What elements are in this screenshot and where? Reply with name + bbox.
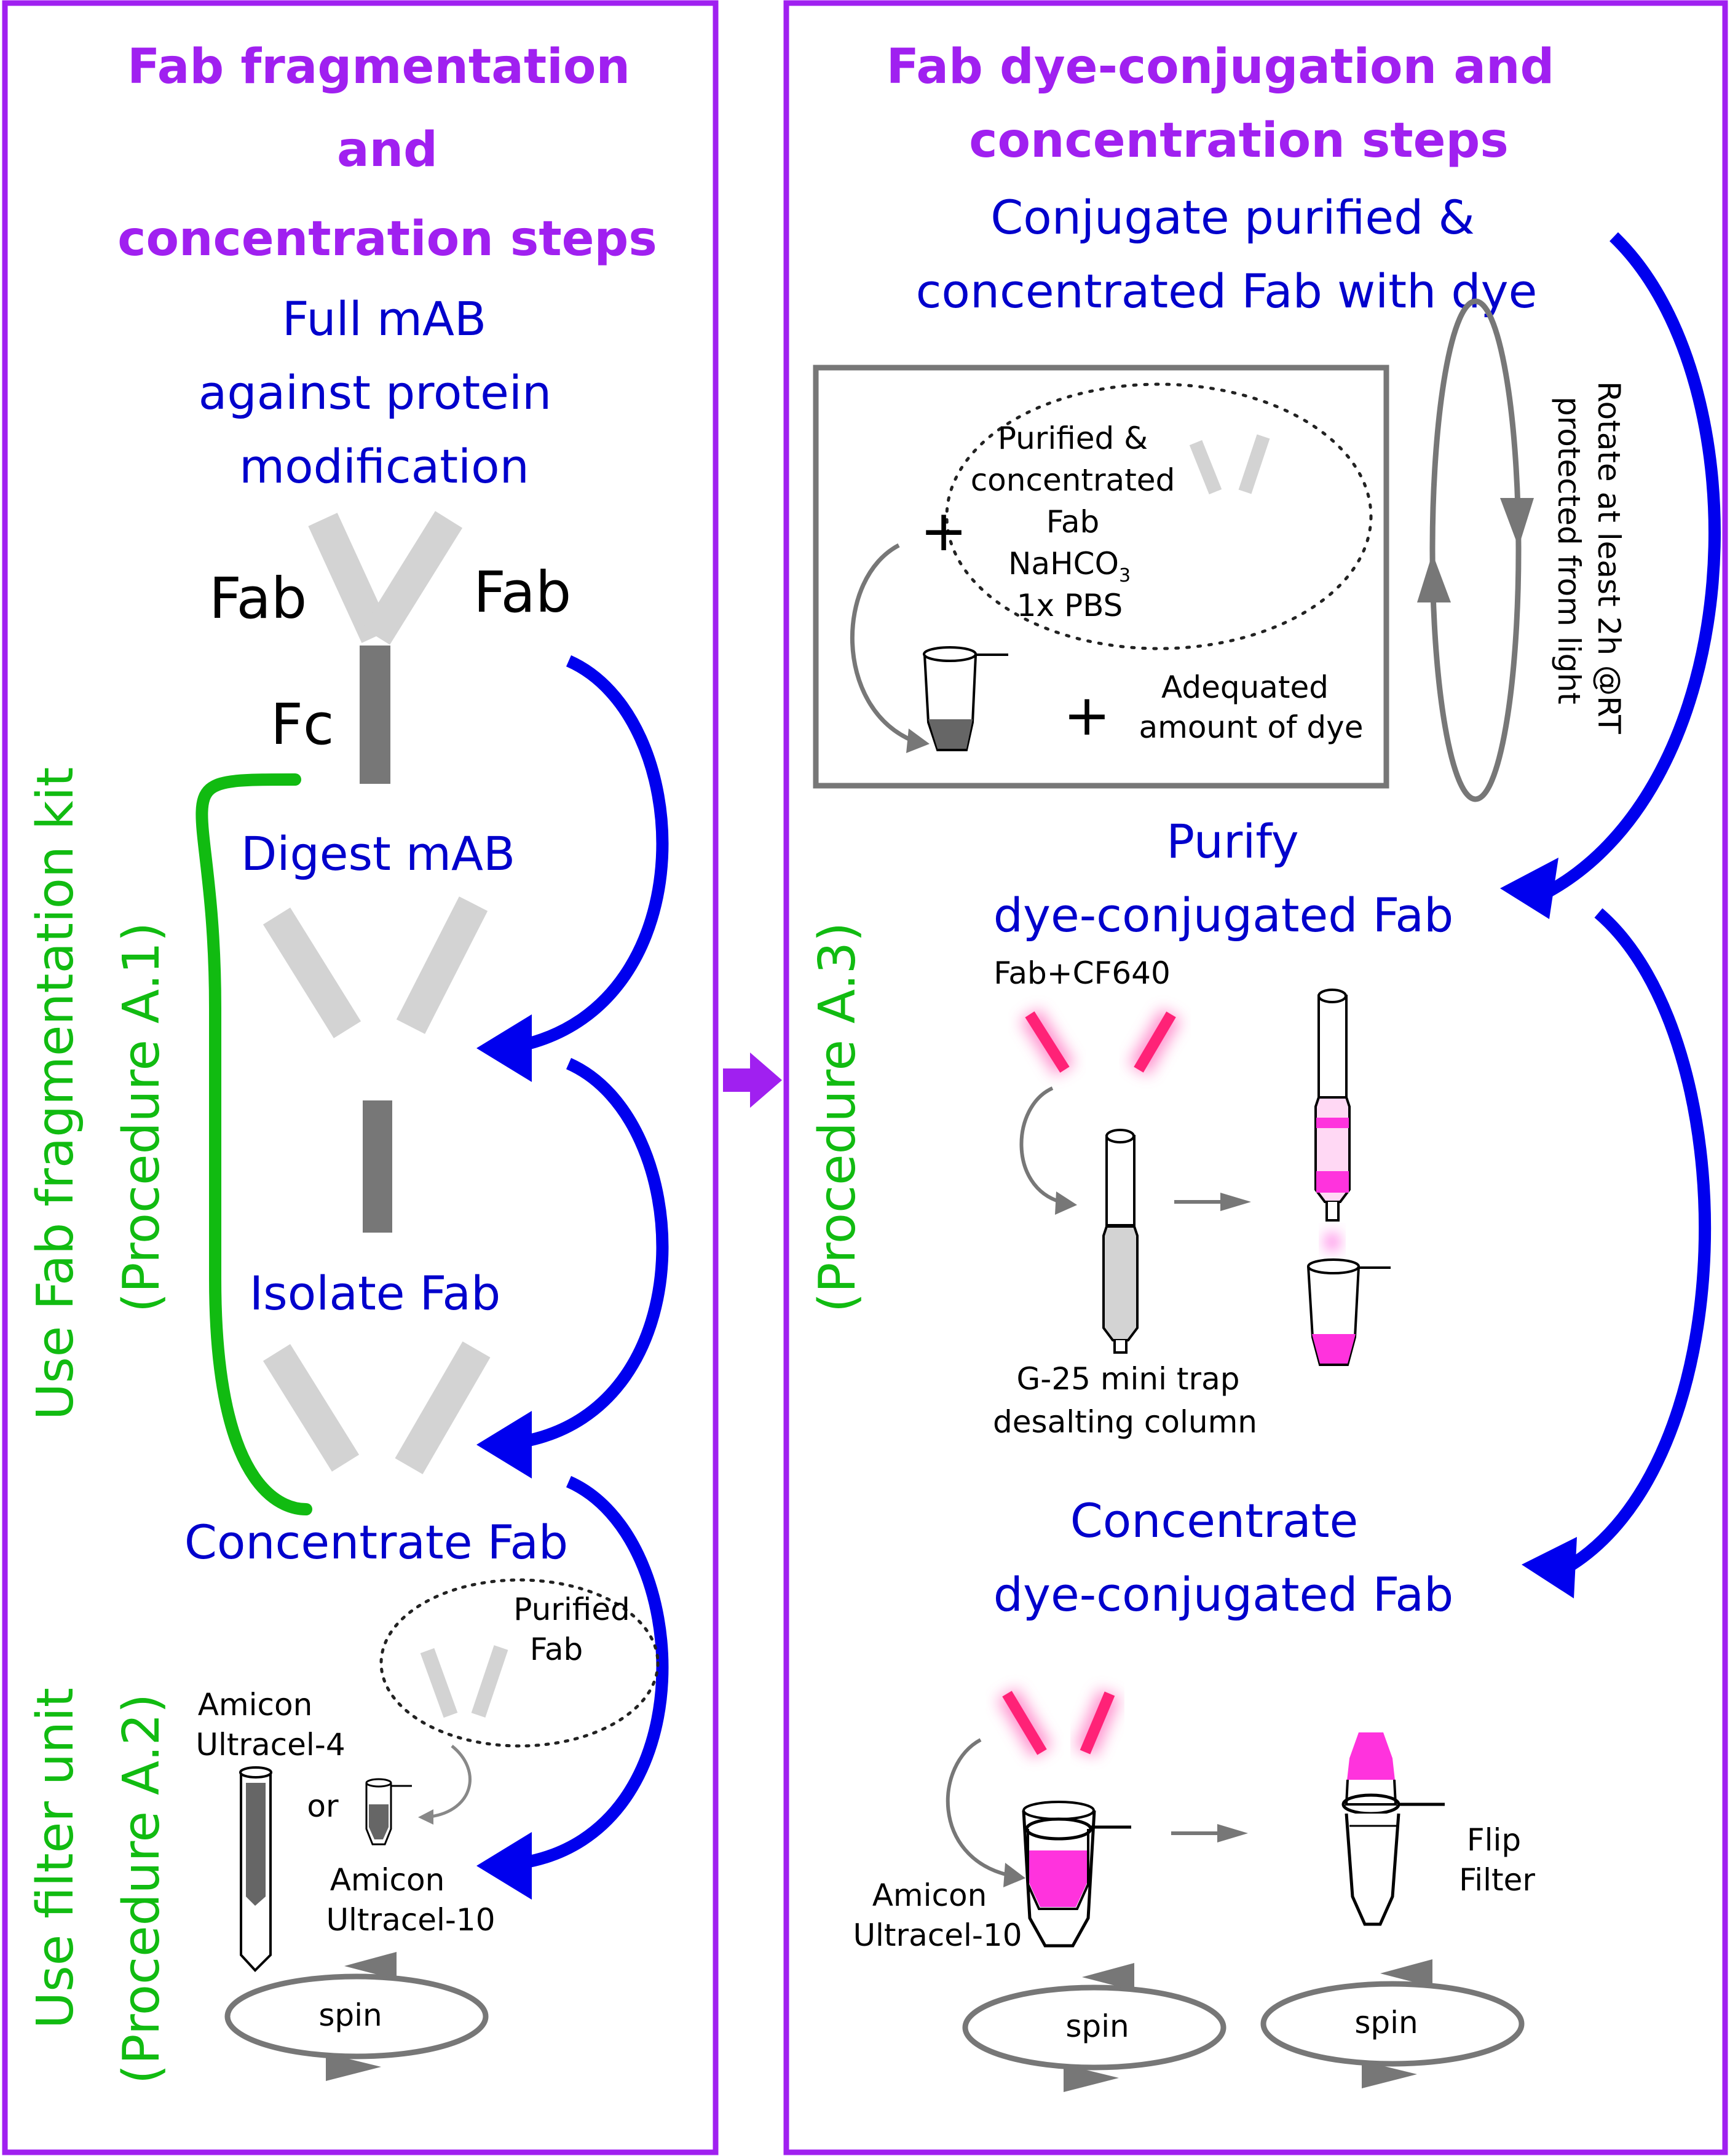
spin-label-left: spin bbox=[318, 1997, 382, 2033]
mix-line-1: Purified & bbox=[998, 421, 1148, 456]
left-title-line-2: and bbox=[337, 122, 438, 178]
load-column-arrow-icon bbox=[1019, 1086, 1077, 1215]
reaction-dotted-ellipse bbox=[945, 382, 1373, 650]
amicon10-right-line-2: Ultracel-10 bbox=[853, 1917, 1022, 1953]
step-isolate-fab: Isolate Fab bbox=[250, 1266, 500, 1321]
or-label: or bbox=[307, 1788, 339, 1824]
mix-line-2: concentrated bbox=[971, 462, 1175, 498]
purified-fab-line-2: Fab bbox=[530, 1632, 583, 1667]
conjugate-line-1: Conjugate purified & bbox=[990, 190, 1475, 245]
full-antibody-icon bbox=[308, 511, 463, 784]
flow-arrow-5 bbox=[1522, 908, 1711, 1598]
fab-dye-label: Fab+CF640 bbox=[993, 955, 1171, 991]
procedure-a3: (Procedure A.3) bbox=[808, 922, 867, 1313]
amicon-ultracel-4-tube bbox=[239, 1766, 272, 1972]
flipped-filter-tube bbox=[1341, 1732, 1445, 1926]
amicon4-line-1: Amicon bbox=[198, 1687, 313, 1723]
full-mab-line-1: Full mAB bbox=[282, 291, 486, 346]
fab-label-right: Fab bbox=[473, 559, 571, 625]
filter-label: Use filter unit bbox=[26, 1688, 85, 2029]
fc-label: Fc bbox=[271, 692, 334, 757]
amicon-ultracel-10-tube bbox=[1022, 1801, 1131, 1948]
dye-line-2: amount of dye bbox=[1139, 709, 1364, 745]
digested-antibody-icon bbox=[263, 896, 488, 1233]
fab-label-left: Fab bbox=[209, 566, 307, 631]
nahco3-subscript: 3 bbox=[1119, 565, 1131, 586]
process-arrow-icon-1 bbox=[1174, 1193, 1251, 1211]
step-concentrate-fab: Concentrate Fab bbox=[184, 1515, 568, 1570]
concentrate-line-1: Concentrate bbox=[1070, 1493, 1359, 1548]
rotate-loop-icon bbox=[1417, 298, 1534, 802]
right-title-line-2: concentration steps bbox=[969, 113, 1509, 168]
rotate-line-2: protected from light bbox=[1551, 397, 1587, 705]
load-amicon-arrow-icon bbox=[946, 1738, 1025, 1887]
spin-icon-left bbox=[224, 1952, 489, 2081]
left-title-line-3: concentration steps bbox=[117, 211, 657, 267]
purified-fab-icon bbox=[420, 1645, 508, 1718]
flow-arrow-3 bbox=[476, 1475, 669, 1900]
flip-line-1: Flip bbox=[1467, 1822, 1521, 1858]
purified-fab-dotted-ellipse bbox=[379, 1578, 660, 1748]
kit-bracket bbox=[196, 773, 312, 1515]
mix-arrow-icon bbox=[850, 543, 930, 753]
dye-line-1: Adequated bbox=[1161, 669, 1329, 705]
panel-connector-arrow bbox=[723, 1052, 782, 1108]
plus-sign-1: + bbox=[920, 498, 967, 564]
left-title-line-1: Fab fragmentation bbox=[127, 39, 630, 95]
step-digest-mab: Digest mAB bbox=[241, 826, 515, 881]
column-line-1: G-25 mini trap bbox=[1017, 1361, 1240, 1397]
amicon10-left-line-2: Ultracel-10 bbox=[326, 1902, 495, 1938]
flow-arrow-2 bbox=[476, 1057, 669, 1479]
conjugate-line-2: concentrated Fab with dye bbox=[916, 264, 1538, 318]
left-panel-border bbox=[2, 0, 719, 2155]
nahco3-main: NaHCO bbox=[1008, 546, 1119, 582]
reaction-box bbox=[813, 365, 1389, 789]
spin-icon-right-1 bbox=[962, 1963, 1226, 2092]
dye-conjugated-fab-icon bbox=[1019, 1008, 1182, 1076]
flow-arrow-1 bbox=[476, 655, 669, 1082]
transfer-arrow-icon bbox=[418, 1745, 472, 1825]
purify-line-2: dye-conjugated Fab bbox=[993, 888, 1453, 942]
rotate-line-1: Rotate at least 2h @RT bbox=[1591, 381, 1627, 734]
pbs-label: 1x PBS bbox=[1017, 588, 1123, 623]
isolated-fab-icon bbox=[263, 1341, 491, 1475]
plus-sign-2: + bbox=[1063, 682, 1110, 748]
flow-arrow-4 bbox=[1500, 232, 1721, 919]
concentrate-line-2: dye-conjugated Fab bbox=[993, 1567, 1453, 1622]
process-arrow-icon-2 bbox=[1171, 1824, 1248, 1842]
right-title-line-1: Fab dye-conjugation and bbox=[887, 39, 1555, 95]
spin-label-right-2: spin bbox=[1354, 2005, 1418, 2040]
kit-procedure: (Procedure A.1) bbox=[113, 922, 171, 1313]
nahco3-label: NaHCO 3 bbox=[1008, 546, 1131, 586]
amicon4-line-2: Ultracel-4 bbox=[196, 1727, 345, 1763]
eluting-column-icon bbox=[1314, 989, 1351, 1250]
amicon10-right-line-1: Amicon bbox=[872, 1878, 987, 1913]
reaction-tube-icon bbox=[923, 646, 1008, 751]
filter-procedure: (Procedure A.2) bbox=[113, 1694, 171, 2084]
spin-icon-right-2 bbox=[1260, 1959, 1525, 2088]
kit-label: Use Fab fragmentation kit bbox=[26, 767, 85, 1420]
purified-fab-line-1: Purified bbox=[513, 1592, 630, 1627]
amicon10-left-line-1: Amicon bbox=[330, 1862, 445, 1898]
full-mab-line-3: modification bbox=[239, 439, 529, 494]
small-fab-icon bbox=[1189, 434, 1270, 495]
spin-label-right-1: spin bbox=[1065, 2008, 1129, 2044]
flip-line-2: Filter bbox=[1459, 1862, 1535, 1898]
right-panel-border bbox=[783, 0, 1728, 2155]
column-line-2: desalting column bbox=[993, 1404, 1257, 1440]
purify-line-1: Purify bbox=[1166, 814, 1298, 869]
collection-tube-icon bbox=[1307, 1258, 1391, 1366]
dye-fab-icon-2 bbox=[997, 1688, 1121, 1758]
amicon-ultracel-10-tube-small bbox=[365, 1778, 412, 1846]
full-mab-line-2: against protein bbox=[199, 365, 551, 420]
mix-line-3: Fab bbox=[1046, 504, 1100, 540]
desalting-column-icon bbox=[1102, 1129, 1139, 1354]
